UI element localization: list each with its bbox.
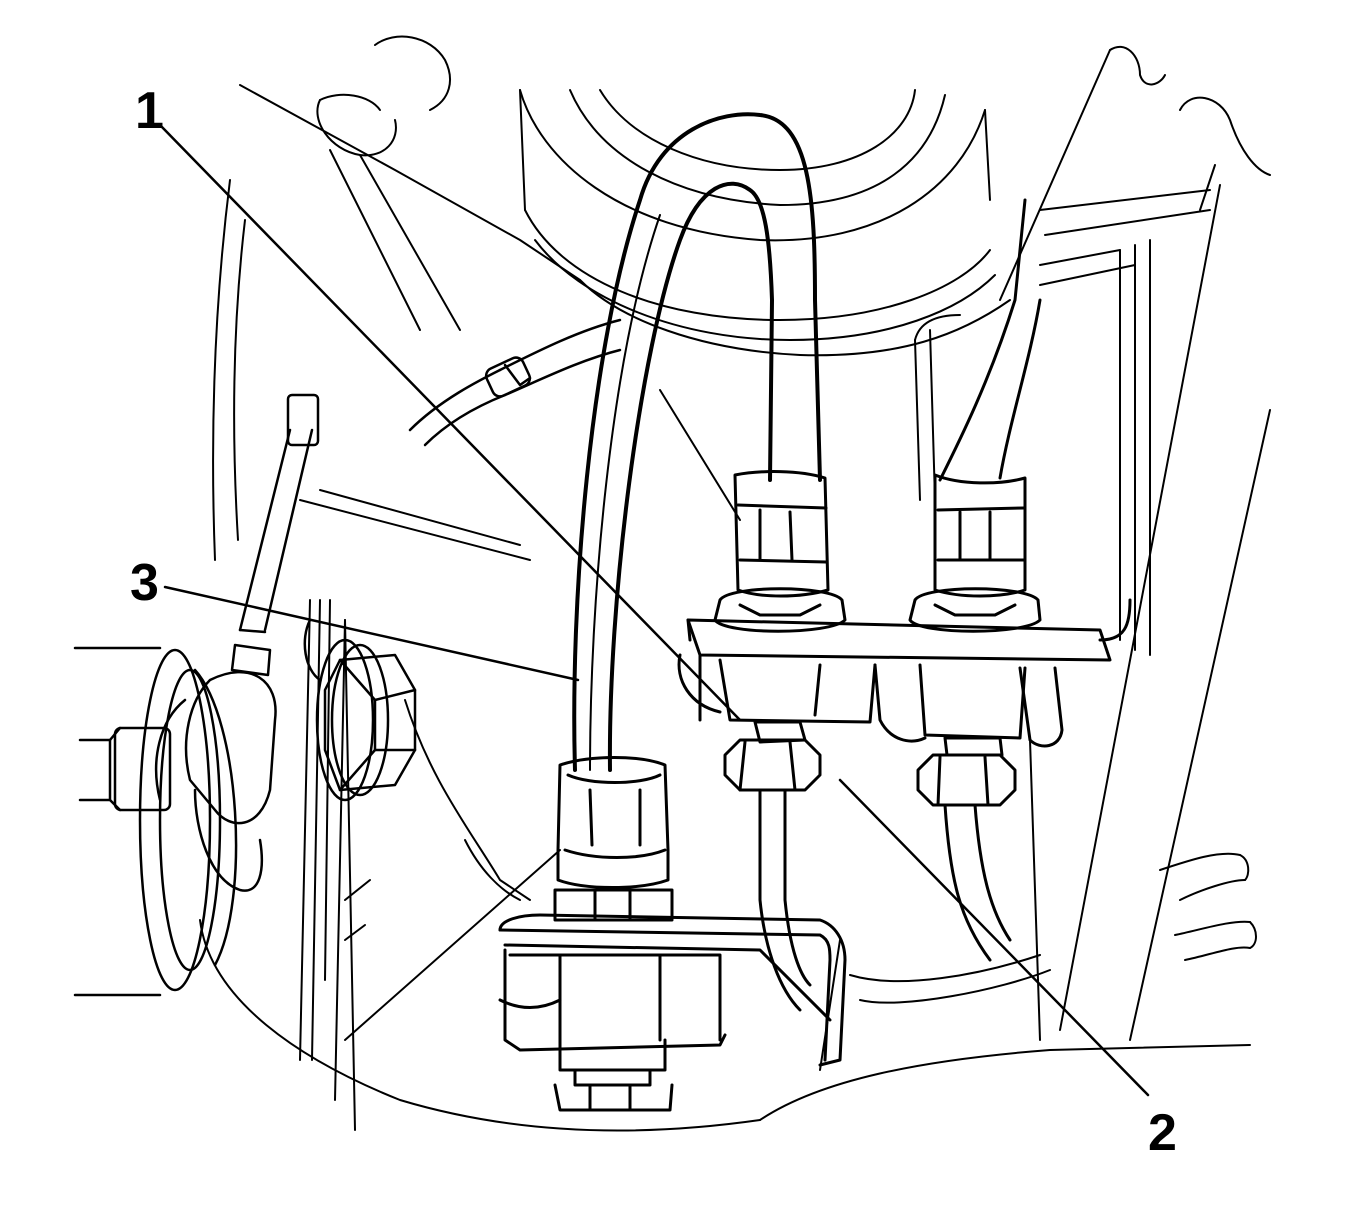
lower-hose-fitting [553, 756, 674, 922]
background-structure [199, 35, 1271, 1132]
callout-label-2: 2 [1148, 1104, 1177, 1162]
callout-label-3: 3 [130, 554, 159, 612]
upper-tube-nut-right [916, 736, 1017, 962]
mounting-bolt [303, 618, 417, 802]
leader-line-2 [838, 778, 1150, 1097]
lower-junction-block [498, 913, 847, 1112]
upper-tube-nut-left [723, 720, 822, 1012]
callout-label-1: 1 [135, 82, 164, 140]
callout-leader-lines [158, 123, 1150, 1097]
brake-hose-loop [572, 112, 822, 772]
upper-junction-block [677, 598, 1132, 748]
leader-line-1 [158, 123, 742, 722]
hose-clip [408, 318, 622, 447]
leader-line-3 [163, 585, 580, 682]
callout-labels: 1 2 3 [130, 82, 1177, 1162]
upper-hose-fitting-left [713, 470, 847, 633]
upper-hose-fitting-right [908, 198, 1042, 633]
left-sensor-assembly [73, 393, 320, 997]
